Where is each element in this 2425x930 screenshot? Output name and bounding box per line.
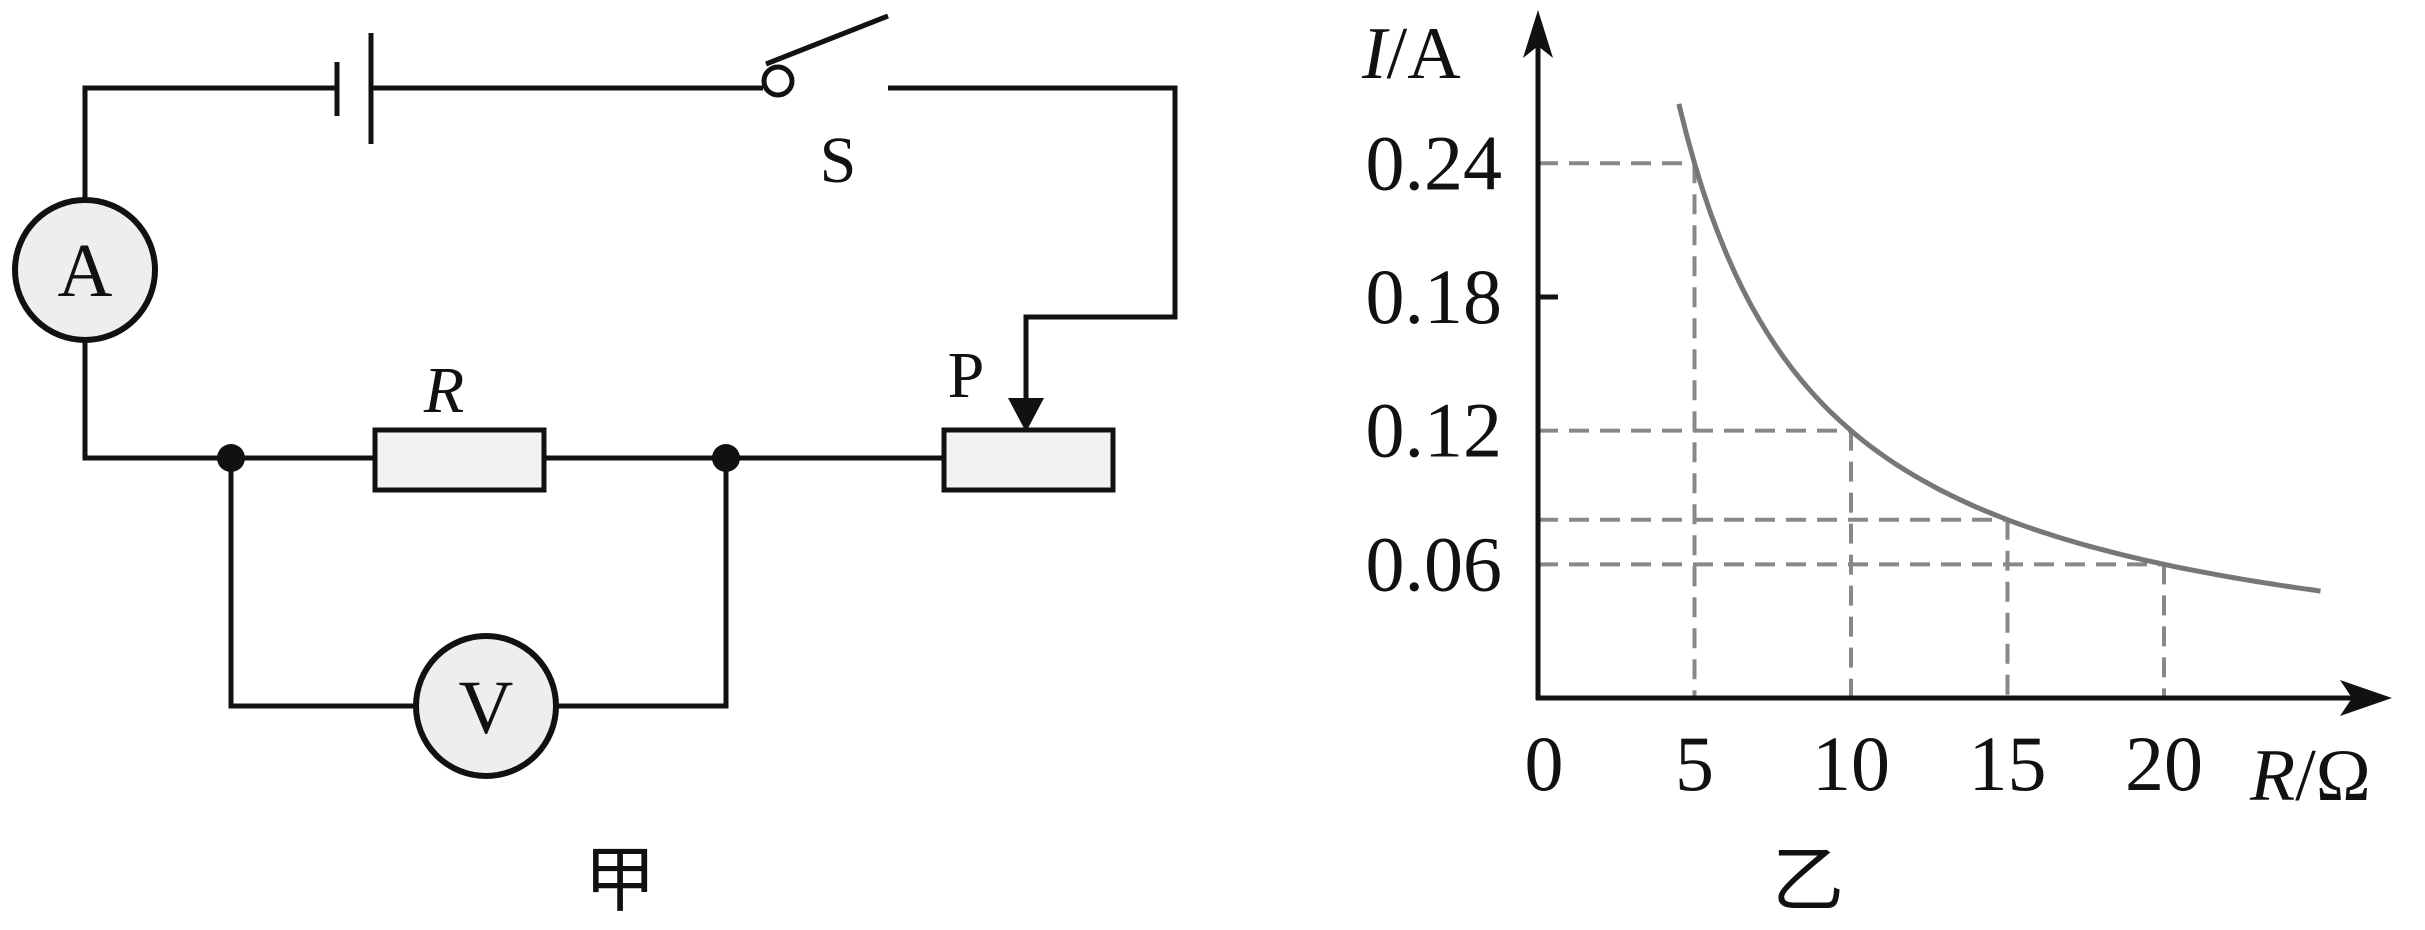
top-left-wire <box>82 85 337 198</box>
graph: 0.24 0.18 0.12 0.06 5 10 15 20 0 I/A R/Ω 乙 <box>1361 10 2392 921</box>
x-tick-label-2: 15 <box>1969 720 2047 807</box>
y-axis-title: I/A <box>1361 13 1461 95</box>
ammeter-bottom-wire <box>82 342 375 461</box>
y-axis-symbol: I <box>1361 13 1390 95</box>
x-axis-title: R/Ω <box>2249 735 2371 817</box>
right-junction-dot <box>712 444 740 472</box>
circuit-caption: 甲 <box>584 841 656 921</box>
switch-pivot <box>761 64 795 98</box>
y-tick-label-2: 0.12 <box>1366 387 1503 474</box>
slider-label: P <box>948 339 985 412</box>
voltmeter <box>413 633 559 779</box>
graph-caption: 乙 <box>1772 841 1844 921</box>
y-tick-label-1: 0.18 <box>1366 253 1503 340</box>
x-tick-label-0: 5 <box>1675 720 1714 807</box>
y-axis-unit: /A <box>1387 13 1461 95</box>
voltmeter-left-wire <box>228 458 414 709</box>
left-junction-dot <box>217 444 245 472</box>
resistor-label: R <box>423 354 464 427</box>
x-axis-unit: /Ω <box>2295 735 2371 817</box>
switch-blade <box>765 13 889 67</box>
dashed-guides <box>1538 161 2166 698</box>
ammeter-label: A <box>58 229 113 313</box>
right-loop-wire <box>888 85 1178 400</box>
x-axis-arrow <box>2340 680 2392 716</box>
origin-label: 0 <box>1525 720 1564 807</box>
y-tick-label-0: 0.24 <box>1366 119 1503 206</box>
x-axis-symbol: R <box>2249 735 2295 817</box>
x-tick-label-1: 10 <box>1812 720 1890 807</box>
resistor <box>372 427 547 493</box>
x-tick-label-3: 20 <box>2125 720 2203 807</box>
y-tick-labels: 0.24 0.18 0.12 0.06 <box>1366 119 1503 607</box>
rheostat <box>941 427 1116 493</box>
voltmeter-label: V <box>459 666 514 750</box>
switch-label: S <box>820 124 857 197</box>
voltmeter-right-wire <box>558 458 729 709</box>
ammeter <box>12 197 158 343</box>
circuit-diagram: S A R P V 甲 <box>12 13 1178 921</box>
y-axis-arrow <box>1523 10 1553 58</box>
y-tick-label-3: 0.06 <box>1366 520 1503 607</box>
x-tick-labels: 5 10 15 20 <box>1675 720 2203 807</box>
slider-arrowhead <box>1008 398 1044 432</box>
inverse-curve <box>1676 103 2321 594</box>
